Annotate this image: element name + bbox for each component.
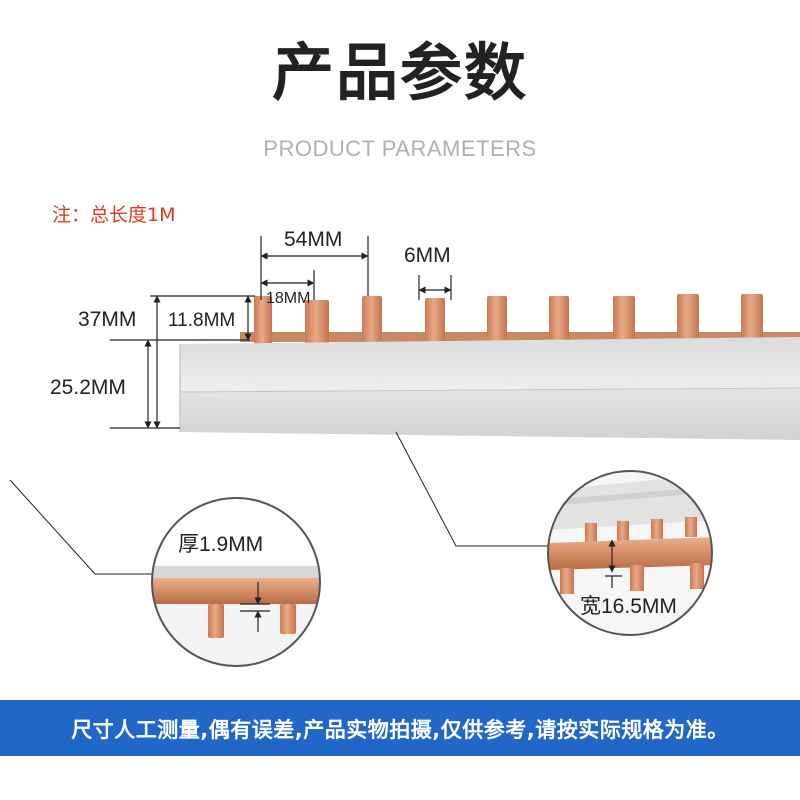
dim-thickness — [240, 582, 270, 632]
page-subtitle: PRODUCT PARAMETERS — [263, 136, 537, 161]
pin — [254, 296, 272, 344]
length-note: 注：总长度1M — [52, 204, 176, 226]
leader-left — [9, 479, 152, 575]
pin — [487, 296, 507, 344]
dim-width — [605, 539, 622, 588]
disclaimer-text: 尺寸人工测量,偶有误差,产品实物拍摄,仅供参考,请按实际规格为准。 — [71, 718, 729, 742]
label-6mm: 6MM — [404, 244, 451, 267]
pin — [677, 294, 699, 344]
dim-18mm — [260, 270, 315, 300]
label-11-8mm: 11.8MM — [168, 310, 236, 331]
pin — [613, 296, 635, 344]
pin — [362, 296, 382, 344]
zoom-width — [548, 471, 712, 635]
label-25-2mm: 25.2MM — [50, 376, 126, 399]
insulator-body — [179, 337, 800, 440]
dim-54mm — [260, 236, 369, 300]
label-18mm: 18MM — [266, 290, 311, 307]
zoom-circle-right — [547, 470, 713, 636]
dim-25-2mm — [110, 339, 250, 429]
label-54mm: 54MM — [284, 228, 343, 251]
pin — [741, 294, 763, 344]
zoom-circle-left — [151, 497, 321, 667]
page-title: 产品参数 — [271, 36, 528, 109]
dim-6mm — [418, 275, 452, 300]
pin — [305, 300, 329, 344]
copper-pins — [254, 294, 763, 344]
zoom-thickness — [152, 498, 320, 666]
label-thickness: 厚1.9MM — [178, 533, 264, 556]
label-37mm: 37MM — [78, 308, 137, 331]
pin — [549, 296, 569, 344]
label-width: 宽16.5MM — [580, 595, 677, 618]
disclaimer-banner: 尺寸人工测量,偶有误差,产品实物拍摄,仅供参考,请按实际规格为准。 — [0, 700, 800, 756]
dim-37mm — [150, 295, 255, 429]
busbar-strip — [240, 332, 800, 342]
leader-right — [395, 431, 550, 547]
pin — [425, 298, 445, 344]
